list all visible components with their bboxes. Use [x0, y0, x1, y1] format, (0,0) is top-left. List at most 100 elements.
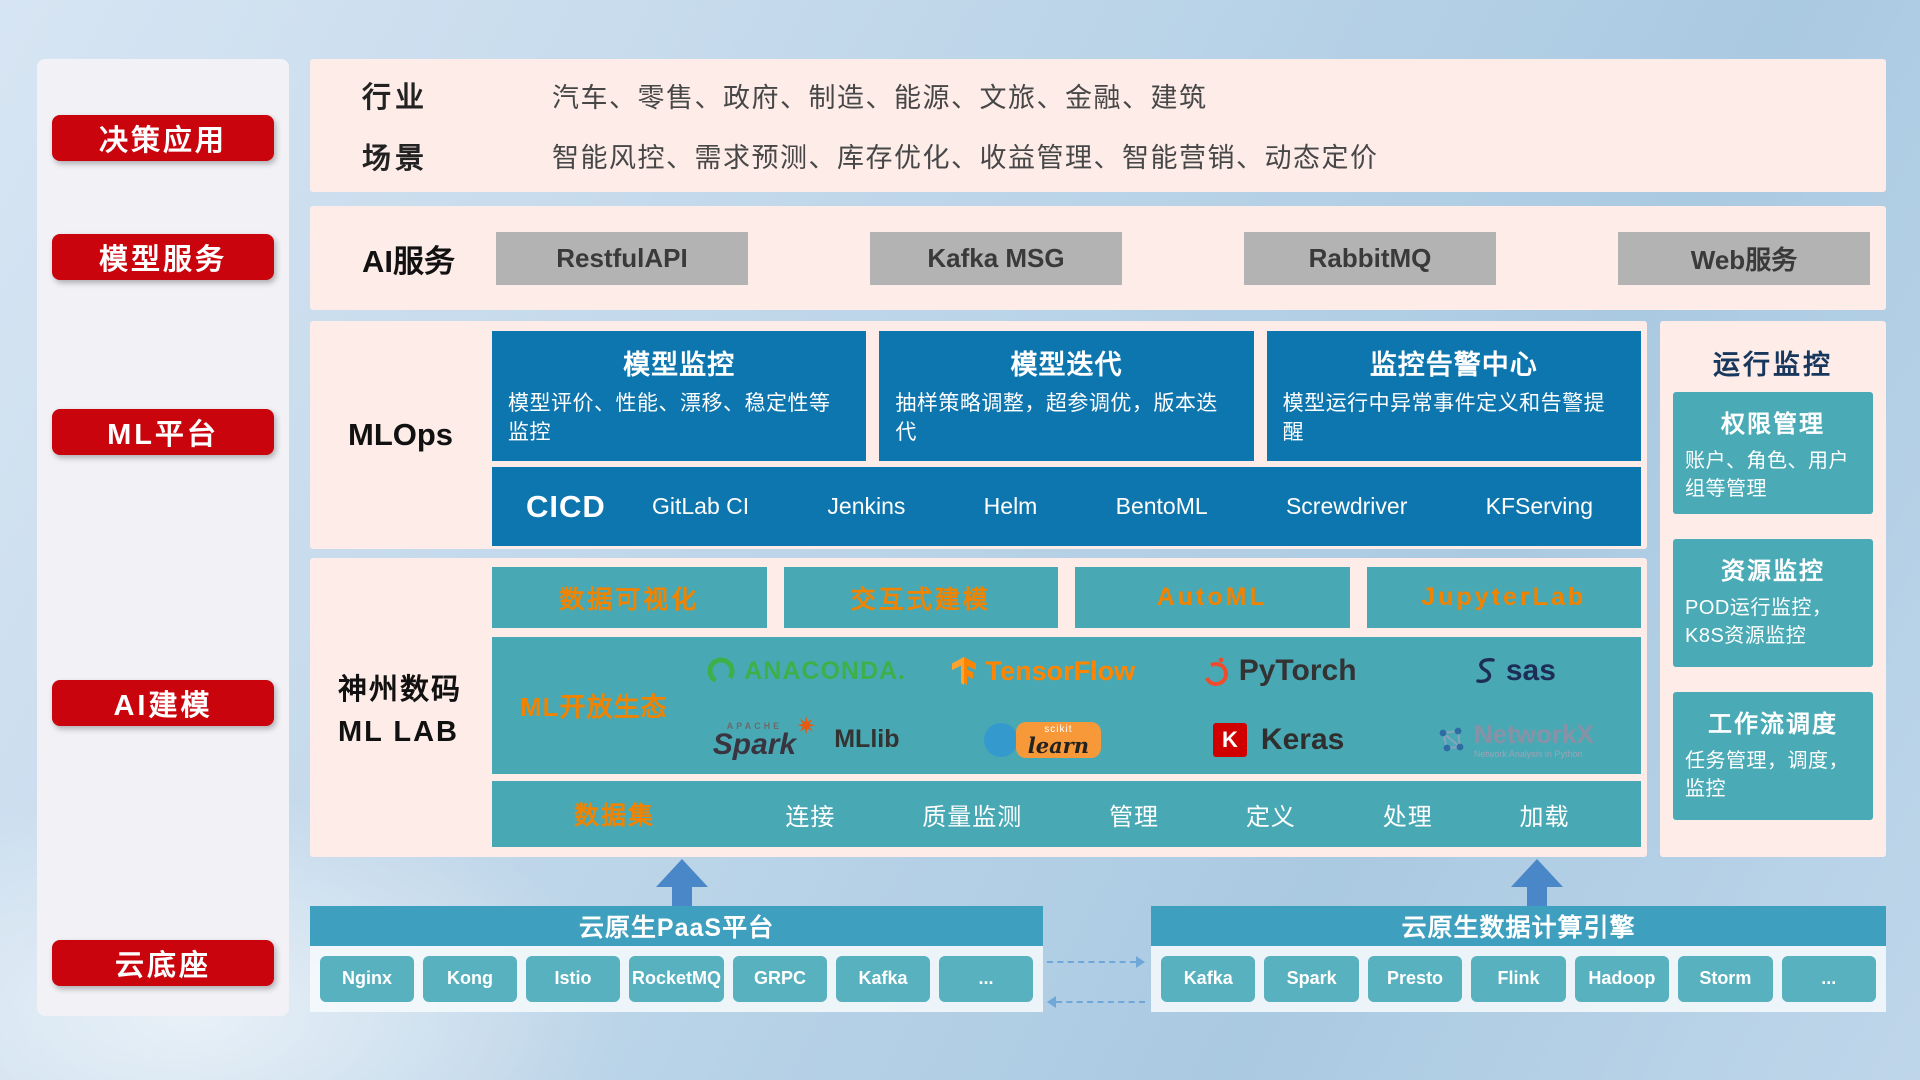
dataset-items: 连接 质量监测 管理 定义 处理 加载 [742, 797, 1641, 832]
data-engine-banner: 云原生数据计算引擎 [1151, 906, 1886, 946]
chip-hadoop[interactable]: Hadoop [1574, 956, 1670, 1002]
chip-flink[interactable]: Flink [1471, 956, 1566, 1002]
dataset-item-define: 定义 [1245, 803, 1296, 831]
card-desc: POD运行监控，K8S资源监控 [1685, 597, 1833, 648]
mllab-panel: 神州数码 ML LAB 数据可视化 交互式建模 AutoML JupyterLa… [310, 558, 1647, 857]
chip-istio[interactable]: Istio [526, 956, 620, 1002]
industry-scene-panel: 行业 汽车、零售、政府、制造、能源、文旅、金融、建筑 场景 智能风控、需求预测、… [310, 59, 1886, 192]
cicd-item-jenkins: Jenkins [827, 493, 906, 519]
mllab-label-line2: ML LAB [338, 716, 460, 748]
ecosystem-label: ML开放生态 [520, 692, 668, 722]
arrow-head [656, 859, 708, 887]
cicd-item-helm: Helm [983, 493, 1038, 519]
chip-grpc[interactable]: GRPC [733, 956, 828, 1002]
model-monitoring-card: 模型监控 模型评价、性能、漂移、稳定性等监控 [492, 331, 867, 461]
dataset-label: 数据集 [574, 802, 656, 830]
sidebar-item-ml-platform[interactable]: ML平台 [52, 409, 274, 455]
tensorflow-text: TensorFlow [985, 655, 1136, 686]
tool-jupyterlab[interactable]: JupyterLab [1366, 567, 1641, 628]
chip-kong[interactable]: Kong [423, 956, 517, 1002]
cicd-item-screwdriver: Screwdriver [1285, 493, 1408, 519]
tool-automl[interactable]: AutoML [1075, 567, 1350, 628]
restfulapi-button[interactable]: RestfulAPI [496, 231, 748, 285]
sas-logo: sas [1474, 654, 1556, 688]
dataset-bar: 数据集 连接 质量监测 管理 定义 处理 加载 [492, 781, 1641, 847]
paas-title: 云原生PaaS平台 [578, 914, 775, 942]
apache-text: APACHE [726, 720, 783, 731]
spark-star-icon: ✷ [796, 713, 817, 741]
chip-kafka[interactable]: Kafka [1161, 956, 1256, 1002]
rabbitmq-button[interactable]: RabbitMQ [1244, 231, 1496, 285]
arrow-stem [1527, 887, 1547, 906]
card-desc: 任务管理，调度，监控 [1685, 750, 1849, 801]
dataset-item-load: 加载 [1519, 803, 1570, 831]
networkx-logo: NetworkX Network Analysis in Python [1436, 721, 1594, 759]
pytorch-text: PyTorch [1238, 654, 1357, 688]
chip-more[interactable]: ... [1781, 956, 1876, 1002]
arrow-head-right [1136, 956, 1145, 968]
up-arrow-right [1511, 859, 1563, 906]
sidebar-item-model-service[interactable]: 模型服务 [52, 234, 274, 280]
paas-banner: 云原生PaaS平台 [310, 906, 1043, 946]
scikit-learn-badge: scikit learn [1015, 721, 1102, 758]
card-desc: 模型运行中异常事件定义和告警提醒 [1282, 392, 1606, 444]
chip-spark[interactable]: Spark [1264, 956, 1359, 1002]
cicd-item-kfserving: KFServing [1485, 493, 1593, 519]
dataset-item-manage: 管理 [1109, 803, 1160, 831]
sidebar-item-ai-modeling[interactable]: AI建模 [52, 680, 274, 726]
resource-monitoring-card: 资源监控 POD运行监控，K8S资源监控 [1673, 539, 1873, 667]
dashed-arrow-right [1047, 956, 1145, 968]
learn-text: learn [1027, 732, 1090, 758]
kafka-msg-button[interactable]: Kafka MSG [870, 231, 1122, 285]
chip-presto[interactable]: Presto [1367, 956, 1463, 1002]
chip-storm[interactable]: Storm [1678, 956, 1773, 1002]
tool-interactive-modeling[interactable]: 交互式建模 [783, 567, 1058, 628]
cicd-item-bentoml: BentoML [1115, 493, 1208, 519]
cicd-items: GitLab CI Jenkins Helm BentoML Screwdriv… [652, 493, 1641, 520]
mllab-label-line1: 神州数码 [338, 674, 463, 706]
web-service-button[interactable]: Web服务 [1618, 231, 1870, 285]
workflow-scheduling-card: 工作流调度 任务管理，调度，监控 [1673, 692, 1873, 820]
mllib-text: MLlib [834, 725, 900, 754]
arrow-head [1511, 859, 1563, 887]
sidebar-item-cloud-base[interactable]: 云底座 [52, 940, 274, 986]
card-desc: 模型评价、性能、漂移、稳定性等监控 [508, 392, 831, 444]
paas-chip-strip: Nginx Kong Istio RocketMQ GRPC Kafka ... [310, 946, 1043, 1012]
networkx-subtitle: Network Analysis in Python [1473, 748, 1583, 759]
mlops-panel: MLOps 模型监控 模型评价、性能、漂移、稳定性等监控 模型迭代 抽样策略调整… [310, 321, 1647, 549]
card-title: 监控告警中心 [1369, 350, 1538, 380]
scikit-text: scikit [1044, 723, 1073, 735]
runtime-monitoring-panel: 运行监控 权限管理 账户、角色、用户组等管理 资源监控 POD运行监控，K8S资… [1660, 321, 1886, 857]
industry-value: 汽车、零售、政府、制造、能源、文旅、金融、建筑 [552, 82, 1208, 113]
sidebar-item-decision-apps[interactable]: 决策应用 [52, 115, 274, 161]
scikit-learn-logo: scikit learn [983, 721, 1102, 758]
scikit-learn-icon [983, 722, 1018, 757]
model-iteration-card: 模型迭代 抽样策略调整，超参调优，版本迭代 [879, 331, 1254, 461]
keras-logo: K Keras [1212, 722, 1344, 757]
chip-rocketmq[interactable]: RocketMQ [629, 956, 725, 1002]
up-arrow-left [656, 859, 708, 906]
dataset-item-process: 处理 [1382, 803, 1433, 831]
dashed-line [1047, 961, 1136, 963]
ai-service-panel: AI服务 RestfulAPI Kafka MSG RabbitMQ Web服务 [310, 206, 1886, 310]
pytorch-icon [1203, 657, 1228, 687]
card-title: 工作流调度 [1708, 711, 1838, 738]
anaconda-icon [707, 657, 735, 685]
scene-row: 场景 智能风控、需求预测、库存优化、收益管理、智能营销、动态定价 [310, 126, 1886, 187]
networkx-icon [1439, 727, 1464, 752]
chip-kafka[interactable]: Kafka [836, 956, 931, 1002]
chip-nginx[interactable]: Nginx [320, 956, 414, 1002]
cicd-item-gitlab-ci: GitLab CI [652, 493, 750, 519]
monitoring-title: 运行监控 [1713, 350, 1833, 380]
chip-more[interactable]: ... [939, 956, 1034, 1002]
data-engine-title: 云原生数据计算引擎 [1401, 914, 1636, 942]
permission-management-card: 权限管理 账户、角色、用户组等管理 [1673, 392, 1873, 514]
spark-mllib-logo: APACHE Spark ✷ MLlib [713, 713, 900, 760]
scene-label: 场景 [362, 142, 429, 175]
mlops-label: MLOps [348, 417, 454, 452]
ai-service-buttons: RestfulAPI Kafka MSG RabbitMQ Web服务 [496, 231, 1886, 285]
tool-data-visualization[interactable]: 数据可视化 [492, 567, 767, 628]
mllab-label: 神州数码 ML LAB [338, 558, 462, 857]
card-desc: 抽样策略调整，超参调优，版本迭代 [895, 392, 1218, 444]
